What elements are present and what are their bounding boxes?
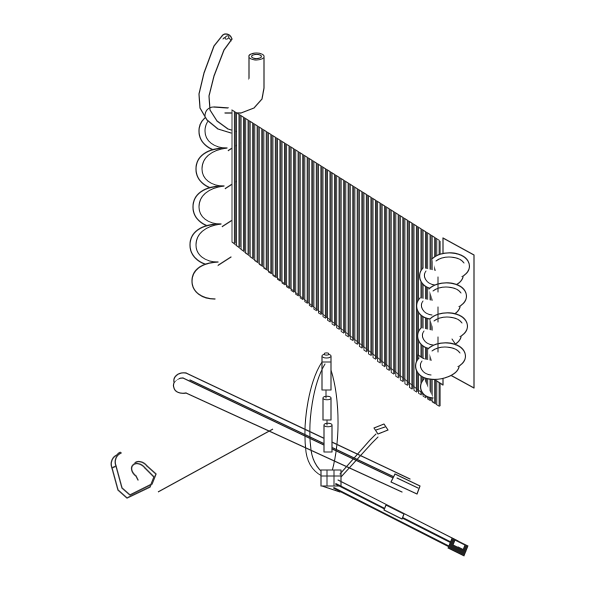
defrost-thermostat — [321, 353, 333, 453]
fin — [281, 140, 285, 286]
fin — [313, 160, 317, 312]
fin-gap — [320, 165, 323, 315]
fin-gap — [343, 180, 346, 333]
fin-gap — [361, 191, 364, 348]
fin-gap — [238, 114, 241, 248]
fin — [286, 143, 290, 290]
fin-gap — [289, 145, 291, 289]
fin-gap — [257, 125, 259, 263]
fin-gap — [293, 148, 296, 292]
fin-gap — [261, 128, 264, 266]
fin-gap — [311, 160, 314, 307]
fin — [295, 149, 299, 297]
fin — [327, 169, 331, 323]
fin-gap — [334, 174, 336, 326]
fin — [372, 197, 376, 360]
fin-gap — [279, 140, 282, 281]
fin-gap — [302, 154, 305, 300]
fin — [267, 132, 272, 275]
fin — [349, 183, 354, 342]
fin — [340, 177, 345, 334]
fin — [290, 146, 294, 293]
fin — [368, 194, 372, 357]
fin-gap — [329, 171, 332, 322]
fin-gap — [298, 151, 300, 296]
fin-gap — [234, 111, 236, 244]
fin-gap — [352, 185, 355, 341]
fin — [245, 117, 249, 256]
fin-gap — [243, 117, 245, 251]
fin — [336, 174, 340, 331]
fin-gap — [266, 131, 268, 270]
fin-gap — [407, 220, 409, 386]
fin-gap — [366, 194, 368, 352]
fin-gap — [375, 200, 377, 360]
fin — [263, 129, 267, 271]
fin-gap — [307, 157, 309, 304]
fin — [236, 112, 240, 249]
fin — [299, 152, 304, 301]
fin-gap — [402, 217, 405, 382]
fin — [272, 134, 276, 278]
fin — [249, 120, 254, 260]
fin-gap — [411, 223, 414, 389]
fin — [258, 126, 263, 267]
fin-gap — [370, 197, 373, 356]
fin-gap — [389, 208, 391, 371]
leader-line — [157, 428, 274, 493]
fin — [231, 109, 235, 245]
fin-stack-top-edge — [231, 109, 437, 240]
fin — [345, 180, 349, 338]
fin — [395, 212, 399, 379]
fin-stack-bottom-edge — [231, 241, 438, 406]
fin-gap — [398, 214, 400, 378]
fin-gap — [275, 137, 277, 278]
fin-gap — [348, 182, 350, 337]
fin — [318, 163, 322, 316]
fin-gap — [252, 122, 255, 259]
fin — [404, 217, 408, 386]
evaporator-fin-block — [231, 109, 441, 407]
right-return-bends — [415, 252, 470, 399]
fin-gap — [380, 203, 382, 363]
fin — [308, 157, 313, 308]
fin-gap — [339, 177, 341, 330]
wire-harness — [304, 361, 469, 557]
defrost-heater-rod — [172, 372, 421, 495]
fin — [409, 220, 413, 390]
fin-gap — [357, 188, 359, 345]
wire-clip — [110, 451, 157, 499]
fin — [322, 166, 326, 319]
fin — [254, 123, 258, 263]
fin-gap — [284, 142, 286, 285]
fin — [363, 192, 367, 353]
left-return-bends — [189, 110, 241, 300]
fin-gap — [316, 162, 318, 311]
fin — [354, 186, 358, 345]
fin — [277, 137, 281, 282]
fin-gap — [270, 134, 273, 274]
fin — [240, 114, 244, 252]
liquid-tube — [204, 53, 264, 117]
fin — [377, 200, 381, 364]
fin-gap — [248, 120, 250, 255]
fin — [399, 215, 404, 383]
fin — [331, 172, 335, 327]
fin-gap — [384, 205, 387, 367]
fin — [381, 203, 385, 368]
fin — [358, 189, 363, 349]
fin-gap — [393, 211, 396, 374]
fin — [304, 154, 308, 304]
fin — [386, 206, 390, 372]
fin-gap — [325, 168, 327, 319]
fin — [390, 209, 395, 375]
